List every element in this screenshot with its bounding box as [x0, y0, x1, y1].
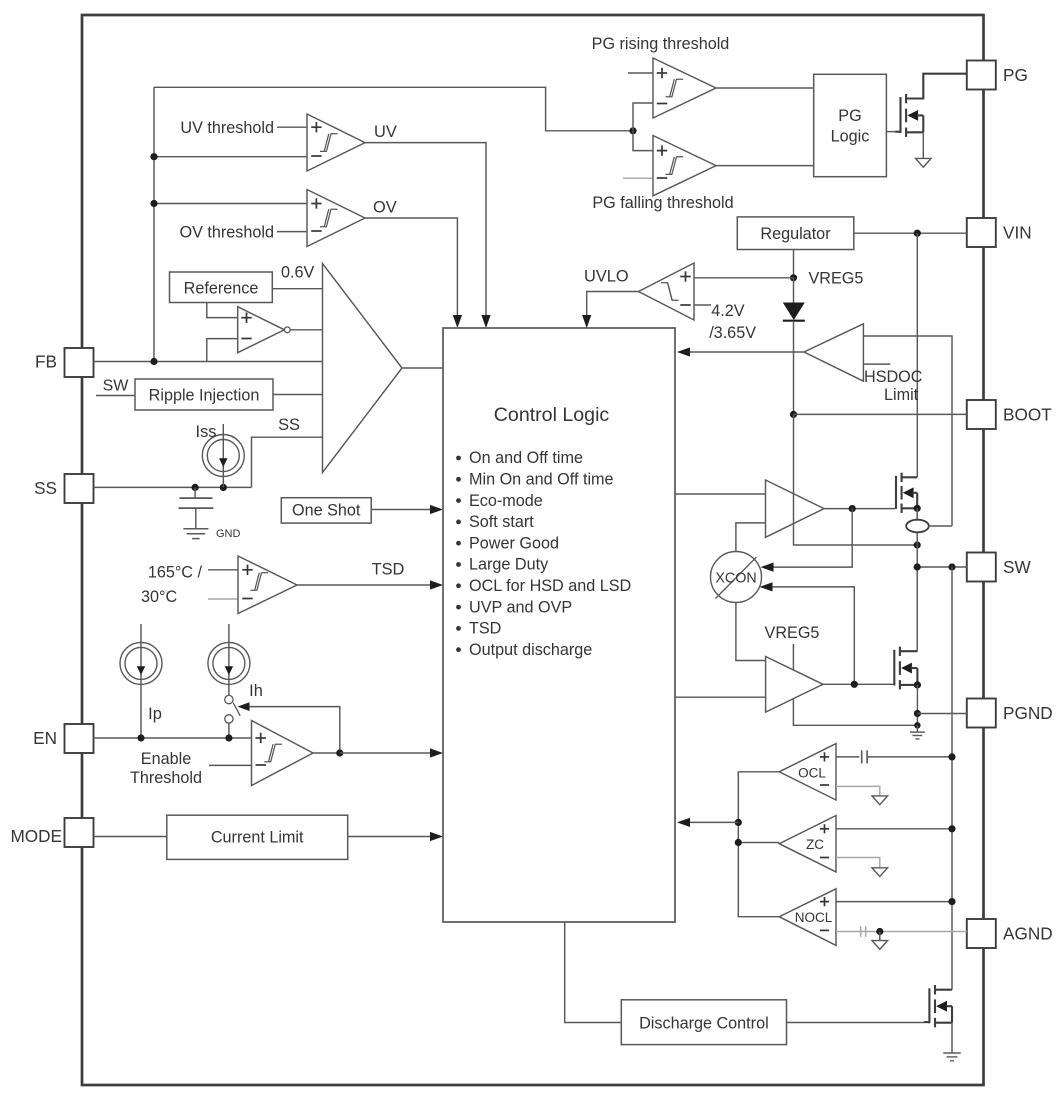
svg-text:GND: GND: [216, 528, 241, 540]
svg-text:Limit: Limit: [884, 386, 919, 404]
svg-text:ZC: ZC: [806, 837, 824, 852]
svg-text:UVP and OVP: UVP and OVP: [469, 598, 572, 616]
svg-text:BOOT: BOOT: [1003, 405, 1052, 425]
svg-text:One Shot: One Shot: [292, 502, 361, 520]
svg-text:Logic: Logic: [831, 128, 870, 146]
svg-text:165°C /: 165°C /: [148, 564, 203, 582]
svg-text:30°C: 30°C: [141, 588, 177, 606]
svg-text:UVLO: UVLO: [584, 268, 629, 286]
svg-text:0.6V: 0.6V: [281, 264, 315, 282]
svg-text:SS: SS: [34, 478, 57, 498]
svg-text:Power Good: Power Good: [469, 534, 559, 552]
svg-text:Iss: Iss: [196, 423, 217, 441]
svg-text:Min On and Off time: Min On and Off time: [469, 471, 614, 489]
svg-text:Enable: Enable: [141, 750, 191, 768]
svg-text:NOCL: NOCL: [795, 910, 833, 925]
svg-text:AGND: AGND: [1003, 924, 1053, 944]
svg-text:PG: PG: [1003, 65, 1028, 85]
svg-text:MODE: MODE: [10, 826, 62, 846]
svg-text:VIN: VIN: [1003, 223, 1032, 243]
svg-text:Reference: Reference: [184, 280, 259, 298]
svg-text:Control Logic: Control Logic: [494, 404, 610, 426]
svg-text:Discharge Control: Discharge Control: [639, 1015, 769, 1033]
svg-text:EN: EN: [33, 728, 57, 748]
svg-text:Output discharge: Output discharge: [469, 641, 592, 659]
svg-text:OCL: OCL: [798, 766, 826, 781]
svg-text:Threshold: Threshold: [130, 769, 202, 787]
svg-text:PGND: PGND: [1003, 703, 1053, 723]
svg-text:Eco-mode: Eco-mode: [469, 492, 543, 510]
svg-text:SS: SS: [278, 416, 300, 434]
svg-text:VREG5: VREG5: [765, 624, 820, 642]
svg-text:TSD: TSD: [372, 561, 405, 579]
svg-text:SW: SW: [103, 378, 130, 395]
svg-text:OCL for HSD and LSD: OCL for HSD and LSD: [469, 577, 631, 595]
svg-text:/3.65V: /3.65V: [709, 324, 756, 342]
svg-text:Ripple Injection: Ripple Injection: [149, 387, 260, 405]
svg-text:4.2V: 4.2V: [711, 302, 745, 320]
svg-text:FB: FB: [35, 352, 57, 372]
svg-text:Current Limit: Current Limit: [211, 829, 304, 847]
svg-text:XCON: XCON: [715, 571, 756, 587]
svg-text:TSD: TSD: [469, 620, 501, 638]
svg-text:HSDOC: HSDOC: [864, 368, 923, 386]
svg-text:PG falling threshold: PG falling threshold: [592, 194, 733, 212]
svg-text:OV threshold: OV threshold: [180, 224, 274, 242]
svg-text:On and Off time: On and Off time: [469, 449, 583, 467]
svg-text:Soft start: Soft start: [469, 513, 534, 531]
svg-text:Ip: Ip: [148, 705, 162, 723]
svg-text:OV: OV: [373, 199, 397, 217]
svg-text:PG rising threshold: PG rising threshold: [592, 35, 730, 53]
svg-text:SW: SW: [1003, 557, 1031, 577]
svg-text:Regulator: Regulator: [760, 225, 831, 243]
svg-text:VREG5: VREG5: [809, 270, 864, 288]
svg-text:UV threshold: UV threshold: [180, 119, 274, 137]
svg-text:Large Duty: Large Duty: [469, 556, 549, 574]
svg-text:PG: PG: [838, 107, 861, 125]
svg-text:UV: UV: [374, 123, 397, 141]
svg-text:Ih: Ih: [249, 682, 263, 700]
